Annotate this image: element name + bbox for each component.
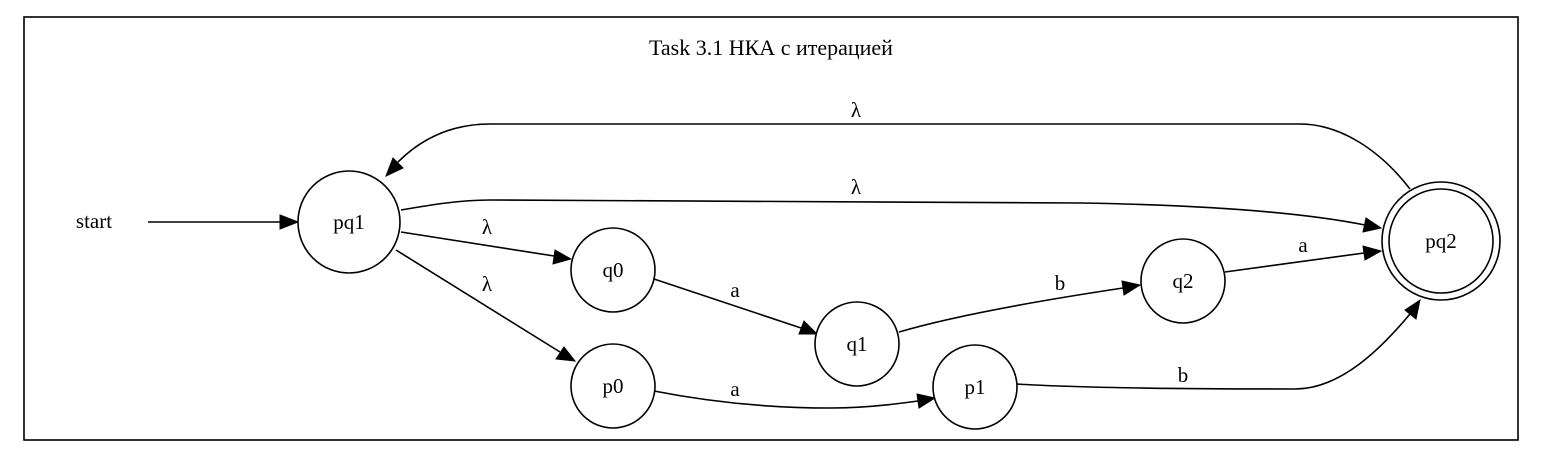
state-pq1-label: pq1 [333, 210, 365, 234]
edge-start-to-pq1 [148, 214, 300, 230]
state-pq1[interactable]: pq1 [297, 170, 401, 274]
state-q2-circle [1140, 238, 1226, 324]
diagram-frame [23, 16, 1519, 441]
edge-label-pq1-to-p0: λ [482, 272, 493, 296]
state-q0-circle [570, 227, 656, 313]
state-q1[interactable]: q1 [814, 301, 900, 387]
state-q2-label: q2 [1173, 269, 1194, 293]
edge-pq2-to-pq1: λ [385, 98, 1411, 190]
state-q0-label: q0 [603, 258, 624, 282]
state-q1-circle [814, 301, 900, 387]
edge-pq1-to-q0: λ [400, 215, 573, 265]
state-q1-label: q1 [847, 332, 868, 356]
edge-q0-to-q1: a [653, 278, 819, 335]
state-pq2-label: pq2 [1425, 229, 1457, 253]
diagram-title: Task 3.1 НКА с итерацией [649, 35, 893, 60]
edge-label-pq2-to-pq1: λ [851, 98, 862, 122]
edge-label-q0-to-q1: a [730, 278, 740, 302]
edge-pq1-to-p0: λ [395, 249, 577, 362]
edge-label-p0-to-p1: a [730, 377, 740, 401]
state-p0-circle [570, 343, 656, 429]
edge-pq1-to-pq2: λ [400, 175, 1383, 233]
start-label: start [76, 209, 112, 233]
state-pq1-circle [297, 170, 401, 274]
edge-label-pq1-to-pq2: λ [851, 175, 862, 199]
edge-label-q2-to-pq2: a [1298, 233, 1308, 257]
state-p0-label: p0 [603, 374, 624, 398]
edge-label-q1-to-q2: b [1055, 271, 1066, 295]
edge-p1-to-pq2: b [1015, 298, 1421, 390]
edge-label-p1-to-pq2: b [1178, 363, 1189, 387]
state-p0[interactable]: p0 [570, 343, 656, 429]
state-pq2-inner-circle [1388, 188, 1494, 294]
edge-q1-to-q2: b [898, 271, 1142, 333]
state-q2[interactable]: q2 [1140, 238, 1226, 324]
edge-p0-to-p1: a [653, 377, 937, 409]
state-q0[interactable]: q0 [570, 227, 656, 313]
state-p1[interactable]: p1 [932, 344, 1018, 430]
state-pq2[interactable]: pq2 [1381, 181, 1501, 301]
state-p1-circle [932, 344, 1018, 430]
edge-label-pq1-to-q0: λ [482, 215, 493, 239]
edge-q2-to-pq2: a [1224, 233, 1383, 273]
state-p1-label: p1 [965, 375, 986, 399]
